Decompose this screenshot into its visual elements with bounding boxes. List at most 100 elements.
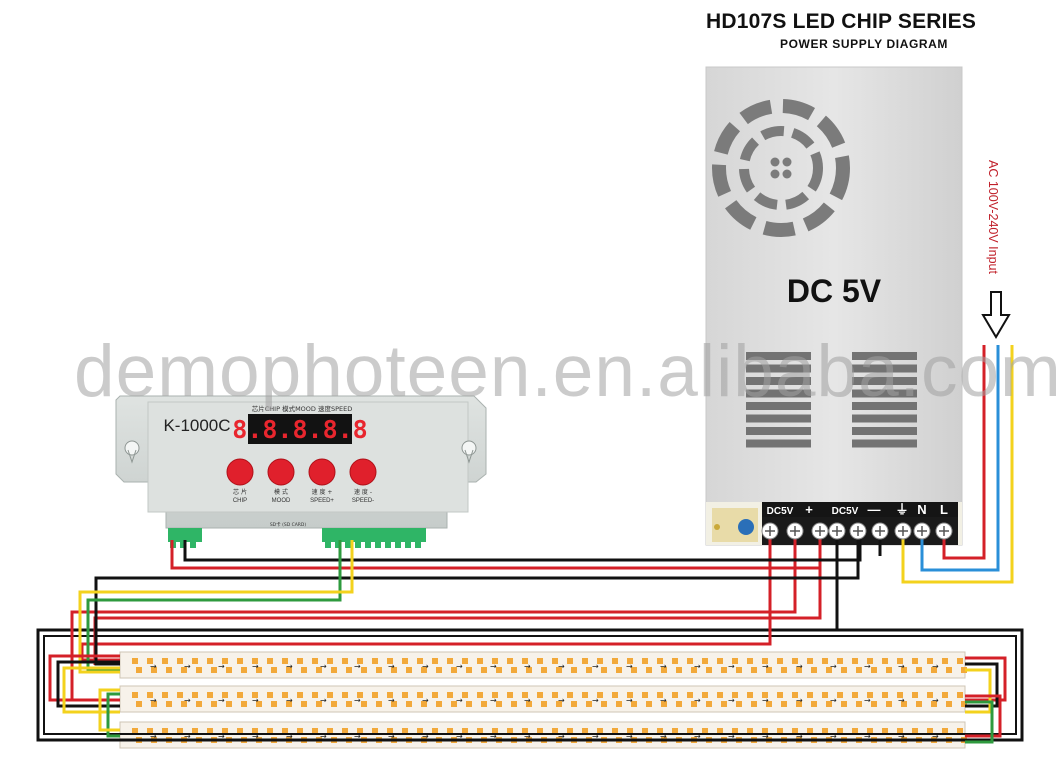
led-chip xyxy=(946,701,952,707)
arrow-icon: → xyxy=(898,696,905,705)
vent-slot xyxy=(746,389,811,398)
led-chip xyxy=(136,667,142,673)
led-chip xyxy=(271,701,277,707)
led-chip xyxy=(852,728,858,734)
led-chip xyxy=(177,728,183,734)
arrow-icon: → xyxy=(218,732,225,741)
led-chip xyxy=(642,692,648,698)
led-chip xyxy=(796,667,802,673)
led-chip xyxy=(732,692,738,698)
led-chip xyxy=(282,692,288,698)
wire-black-controller xyxy=(183,530,862,562)
led-chip xyxy=(762,692,768,698)
led-chip xyxy=(556,701,562,707)
arrow-icon: → xyxy=(422,732,429,741)
led-chip xyxy=(807,728,813,734)
led-chip xyxy=(462,728,468,734)
arrow-icon: → xyxy=(490,662,497,671)
led-chip xyxy=(691,667,697,673)
button-label-en: MOOD xyxy=(272,498,291,504)
ac-input-label: AC 100V-240V Input xyxy=(986,160,1000,274)
arrow-icon: → xyxy=(150,732,157,741)
controller-button xyxy=(267,458,295,486)
led-chip xyxy=(177,692,183,698)
led-chip xyxy=(462,692,468,698)
arrow-icon: → xyxy=(320,696,327,705)
arrow-icon: → xyxy=(252,662,259,671)
terminal-label: N xyxy=(917,502,926,517)
led-chip xyxy=(582,658,588,664)
terminal-pin xyxy=(325,540,331,548)
led-chip xyxy=(747,658,753,664)
vent-slot xyxy=(746,439,811,448)
arrow-icon: → xyxy=(422,696,429,705)
arrow-icon: → xyxy=(286,732,293,741)
input-arrow-icon xyxy=(981,291,1011,339)
arrow-icon: → xyxy=(252,732,259,741)
led-chip xyxy=(631,701,637,707)
led-chip xyxy=(822,658,828,664)
arrow-icon: → xyxy=(762,662,769,671)
led-chip xyxy=(567,692,573,698)
led-chip xyxy=(541,701,547,707)
led-chip xyxy=(852,692,858,698)
led-chip xyxy=(297,658,303,664)
led-chip xyxy=(571,701,577,707)
led-chip xyxy=(732,658,738,664)
led-chip xyxy=(282,728,288,734)
terminal-label: L xyxy=(940,502,948,517)
led-chip xyxy=(492,692,498,698)
led-chip xyxy=(507,658,513,664)
led-chip xyxy=(402,692,408,698)
button-label-cn: 芯 片 xyxy=(233,488,247,496)
led-chip xyxy=(841,701,847,707)
led-chip xyxy=(136,701,142,707)
led-chip xyxy=(556,667,562,673)
led-chip xyxy=(837,728,843,734)
terminal-pin xyxy=(335,540,341,548)
led-chip xyxy=(586,667,592,673)
arrow-icon: → xyxy=(524,662,531,671)
led-chip xyxy=(867,658,873,664)
led-chip xyxy=(361,701,367,707)
button-label-cn: 速 度 + xyxy=(312,488,333,496)
led-chip xyxy=(481,667,487,673)
led-chip xyxy=(612,728,618,734)
arrow-icon: → xyxy=(490,732,497,741)
arrow-icon: → xyxy=(796,662,803,671)
led-chip xyxy=(867,692,873,698)
led-chip xyxy=(477,658,483,664)
diagram-subtitle: POWER SUPPLY DIAGRAM xyxy=(780,37,949,51)
vent-slot xyxy=(852,439,917,448)
arrow-icon: → xyxy=(354,732,361,741)
led-chip xyxy=(181,667,187,673)
led-chip xyxy=(766,701,772,707)
arrow-icon: → xyxy=(524,696,531,705)
led-chip xyxy=(672,728,678,734)
arrow-icon: → xyxy=(218,696,225,705)
arrow-icon: → xyxy=(694,732,701,741)
led-chip xyxy=(492,658,498,664)
led-chip xyxy=(781,667,787,673)
arrow-icon: → xyxy=(456,662,463,671)
led-chip xyxy=(567,658,573,664)
arrow-icon: → xyxy=(762,732,769,741)
arrow-icon: → xyxy=(592,732,599,741)
arrow-icon: → xyxy=(558,662,565,671)
led-chip xyxy=(642,658,648,664)
led-chip xyxy=(477,728,483,734)
led-chip xyxy=(811,667,817,673)
led-chip xyxy=(931,667,937,673)
terminal-label: DC5V xyxy=(832,506,859,517)
led-chip xyxy=(222,728,228,734)
led-chip xyxy=(526,667,532,673)
led-chip xyxy=(957,728,963,734)
wire-red-loop xyxy=(965,656,1007,702)
arrow-icon: → xyxy=(762,696,769,705)
led-chip xyxy=(192,728,198,734)
led-chip xyxy=(856,701,862,707)
arrow-icon: → xyxy=(490,696,497,705)
arrow-icon: → xyxy=(184,732,191,741)
led-chip xyxy=(687,692,693,698)
